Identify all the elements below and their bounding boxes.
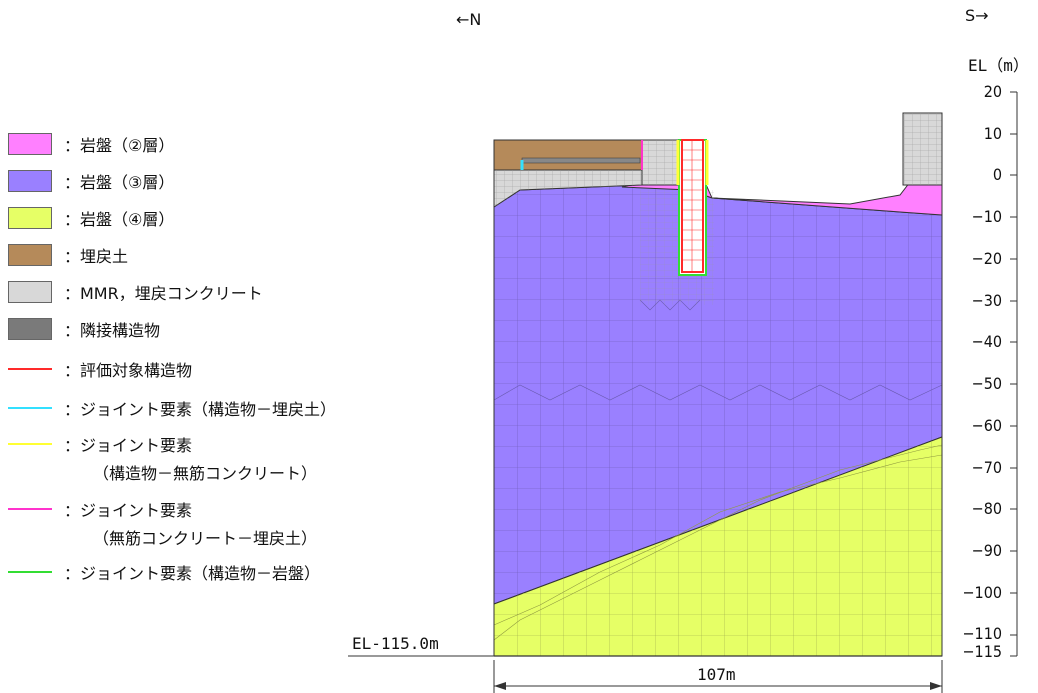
tick-label: −50: [971, 374, 1002, 393]
tick-label: −115: [962, 642, 1002, 661]
legend-swatch: [8, 207, 52, 229]
legend-label: ：隣接構造物: [64, 321, 161, 340]
legend-line: [8, 433, 52, 455]
legend-label: ：岩盤（③層）: [64, 173, 175, 192]
tick-label: −100: [962, 583, 1002, 602]
tick-label: −90: [971, 541, 1002, 560]
legend-item-joint-rock: ：ジョイント要素（構造物－岩盤）: [8, 561, 320, 583]
elevation-axis: [1010, 91, 1018, 657]
bottom-elevation-label: EL-115.0m: [352, 634, 439, 653]
legend-label: ：MMR，埋戻コンクリート: [64, 284, 263, 303]
legend-label: ：岩盤（②層）: [64, 136, 175, 155]
legend-swatch: [8, 281, 52, 303]
legend-item-joint-concrete: ：ジョイント要素: [8, 433, 192, 455]
tick-label: −40: [971, 332, 1002, 351]
south-direction-label: S→: [965, 6, 989, 25]
legend-item-layer3: ：岩盤（③層）: [8, 170, 174, 192]
legend-line: [8, 561, 52, 583]
legend-item-concrete: ：MMR，埋戻コンクリート: [8, 281, 263, 303]
tick-label: −60: [971, 416, 1002, 435]
tick-label: 10: [983, 124, 1002, 143]
north-direction-label: ←N: [456, 10, 482, 29]
backfill-soil: [493, 139, 643, 171]
legend-item-layer2: ：岩盤（②層）: [8, 133, 174, 155]
legend-item-backfill: ：埋戻土: [8, 244, 128, 266]
legend-line: [8, 498, 52, 520]
legend-swatch: [8, 170, 52, 192]
tick-label: −70: [971, 458, 1002, 477]
legend-line: [8, 358, 52, 380]
legend-line: [8, 397, 52, 419]
legend-label: ：ジョイント要素: [64, 436, 193, 455]
legend-label: ：ジョイント要素: [64, 501, 193, 520]
legend-label: ：評価対象構造物: [64, 361, 193, 380]
legend-swatch: [8, 318, 52, 340]
legend-label: ：ジョイント要素（構造物－岩盤）: [64, 564, 321, 583]
legend-label: ：ジョイント要素（構造物－埋戻土）: [64, 400, 337, 419]
tick-label: −20: [971, 249, 1002, 268]
legend-item-adjacent: ：隣接構造物: [8, 318, 160, 340]
legend-label: ：埋戻土: [64, 247, 129, 266]
elevation-unit-label: EL（m）: [968, 56, 1029, 75]
tick-label: 20: [983, 82, 1002, 101]
tick-label: −80: [971, 499, 1002, 518]
legend-swatch: [8, 133, 52, 155]
tick-label: −110: [962, 624, 1002, 643]
legend-label: ：岩盤（④層）: [64, 210, 175, 229]
legend-item-joint-concrete-backfill: ：ジョイント要素: [8, 498, 192, 520]
tick-label: −30: [971, 291, 1002, 310]
legend-swatch: [8, 244, 52, 266]
legend-item-structure: ：評価対象構造物: [8, 358, 192, 380]
legend-item-layer4: ：岩盤（④層）: [8, 207, 174, 229]
tick-label: 0: [992, 165, 1002, 184]
tick-label: −10: [971, 207, 1002, 226]
width-dimension-label: 107m: [697, 665, 736, 684]
legend-sublabel: （無筋コンクリート－埋戻土）: [93, 529, 318, 548]
legend-item-joint-backfill: ：ジョイント要素（構造物－埋戻土）: [8, 397, 336, 419]
legend-sublabel: （構造物－無筋コンクリート）: [93, 464, 318, 483]
